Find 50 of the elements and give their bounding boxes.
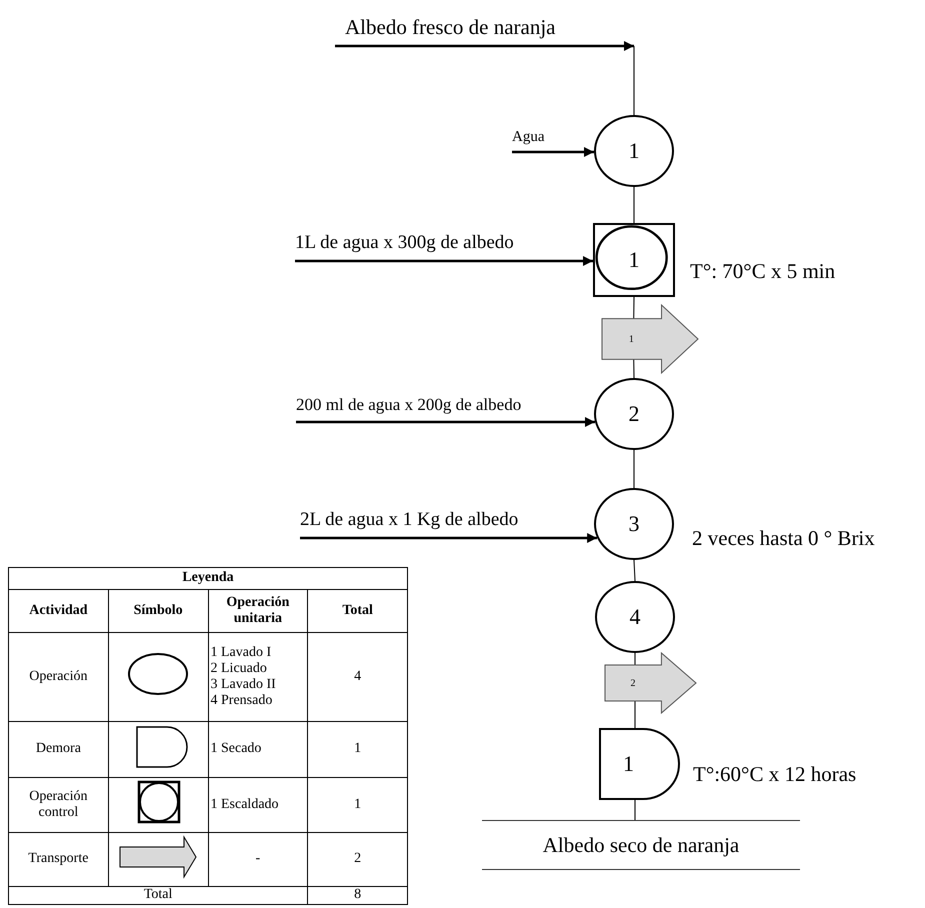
- table-cell: Operación control: [8, 778, 108, 832]
- input-label: 2L de agua x 1 Kg de albedo: [300, 508, 596, 532]
- input-label: 1L de agua x 300g de albedo: [295, 231, 585, 255]
- flow-line: [634, 652, 636, 666]
- operation-item: 2 Licuado: [210, 660, 268, 677]
- legend-title: Leyenda: [8, 568, 408, 590]
- flow-line: [634, 800, 636, 820]
- condition-note: T°: 70°C x 5 min: [690, 260, 836, 284]
- transport-symbol: 1: [602, 305, 698, 373]
- flow-line: [634, 560, 636, 582]
- table-cell: 8: [308, 886, 408, 904]
- table-cell: 2: [308, 832, 408, 886]
- operation-circle: 3: [594, 488, 674, 560]
- column-header: Total: [308, 590, 408, 632]
- table-cell: 1 Escaldado: [208, 778, 308, 832]
- table-cell: 1: [308, 722, 408, 778]
- condition-note: T°:60°C x 12 horas: [693, 763, 856, 786]
- table-cell: Transporte: [8, 832, 108, 886]
- input-label: Agua: [512, 128, 568, 146]
- arrow: [300, 533, 598, 543]
- flow-line: [634, 700, 636, 728]
- operation-item: 3 Lavado II: [210, 677, 277, 694]
- operation-circle: 1: [594, 115, 674, 187]
- flow-line: [633, 358, 634, 378]
- table-cell: 1 Secado: [208, 722, 308, 778]
- column-header: Operación unitaria: [208, 590, 308, 632]
- table-cell: Operación: [8, 632, 108, 722]
- arrow: [512, 147, 594, 157]
- column-header: Actividad: [8, 590, 108, 632]
- arrow: [295, 256, 593, 266]
- inspection-operation-symbol: 1: [593, 223, 675, 297]
- input-label: 200 ml de agua x 200g de albedo: [296, 394, 592, 416]
- input-label: Albedo fresco de naranja: [345, 14, 635, 40]
- transport-symbol: 2: [605, 653, 696, 713]
- operation-item: 1 Lavado I: [210, 644, 272, 661]
- operation-item: 4 Prensado: [210, 693, 274, 710]
- flow-line: [633, 296, 634, 320]
- operation-circle: 4: [595, 581, 675, 653]
- table-cell: 1: [308, 778, 408, 832]
- table-cell: -: [208, 832, 308, 886]
- column-header: Símbolo: [108, 590, 208, 632]
- table-cell: 4: [308, 632, 408, 722]
- operation-circle: 2: [594, 378, 674, 450]
- output-label: Albedo seco de naranja: [482, 820, 800, 870]
- condition-note: 2 veces hasta 0 ° Brix: [692, 527, 875, 550]
- delay-symbol: 1: [599, 728, 679, 800]
- arrow: [335, 41, 634, 51]
- arrow: [296, 417, 595, 427]
- table-cell: Total: [8, 886, 308, 904]
- table-cell: Demora: [8, 722, 108, 778]
